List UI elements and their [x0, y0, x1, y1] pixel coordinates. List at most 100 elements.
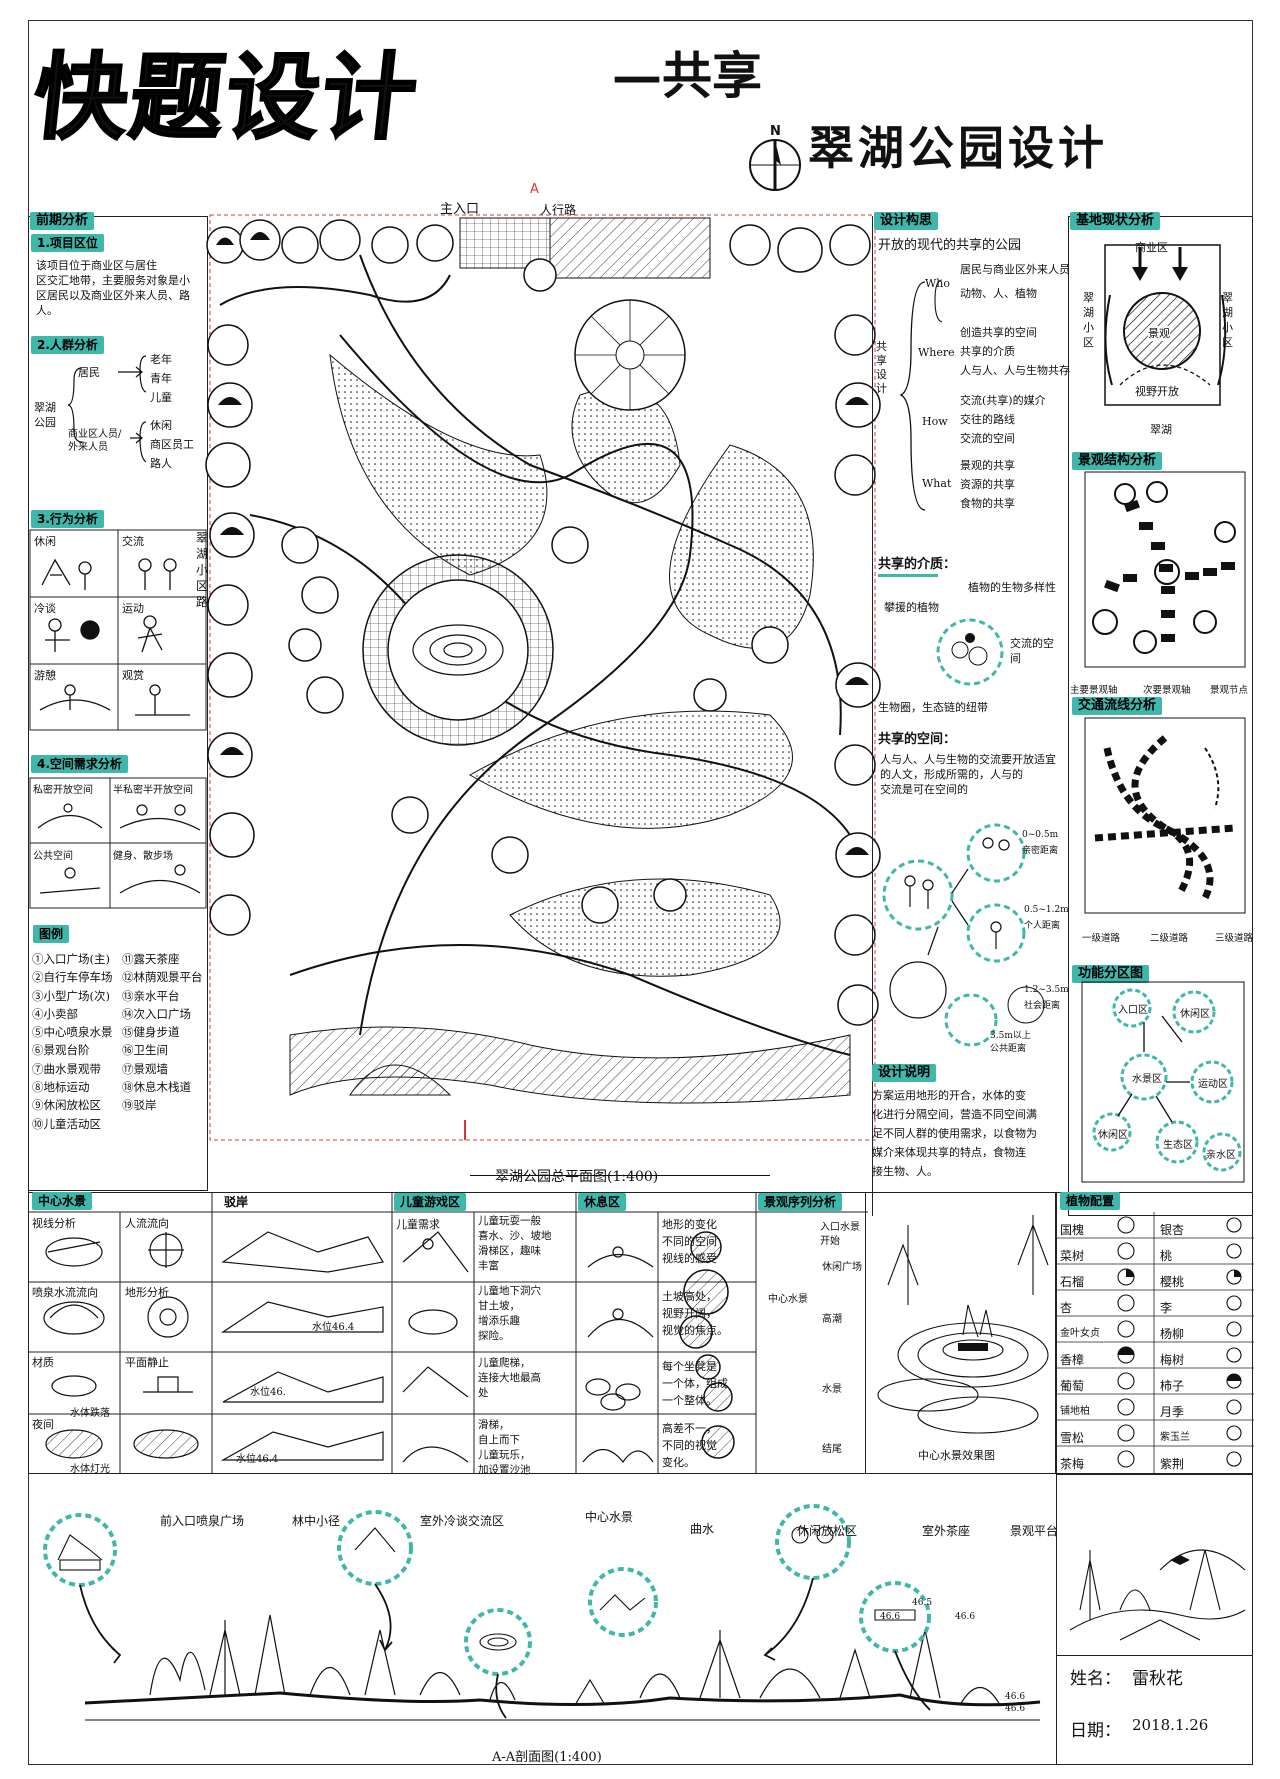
- water-effect-sketch: [877, 1215, 1049, 1434]
- site-label-community-left: 翠湖小区: [1083, 291, 1094, 349]
- detail-row-frame: [28, 1192, 866, 1474]
- concept-intro: 开放的现代的共享的公园: [878, 238, 1022, 253]
- sec-curved-water: 曲水: [690, 1522, 715, 1536]
- share-design-label: 共享设计: [876, 340, 887, 395]
- zone-entry: 入口区: [1118, 1005, 1148, 1016]
- name-label: 姓名：: [1070, 1669, 1121, 1689]
- traffic-header: 交通流线分析: [1072, 697, 1163, 715]
- behavior-leisure: 休闲: [34, 535, 56, 548]
- who-item-2: 动物、人、植物: [960, 287, 1037, 300]
- how-label: How: [922, 415, 948, 428]
- main-title: 快题设计: [27, 42, 425, 154]
- sec-height-5: 46.6: [1005, 1704, 1026, 1714]
- crowd-brace-diagram: [67, 355, 147, 463]
- theme-subtitle: —共享: [612, 46, 762, 105]
- pre-analysis-header: 前期分析: [30, 212, 95, 230]
- crowd-root: 翠湖公园: [34, 401, 56, 429]
- water-drop: 水体跌落: [70, 1408, 110, 1419]
- bank-level-3: 水位46.4: [236, 1454, 279, 1465]
- function-zone-diagram: [1081, 981, 1245, 1183]
- space-demand-title: 4.空间需求分析: [31, 755, 128, 773]
- dist-social: 社会距离: [1024, 1001, 1061, 1011]
- section-mark-top: A: [530, 182, 539, 197]
- traffic-legend-2: 二级道路: [1150, 933, 1189, 944]
- medium-title: 共享的介质：: [878, 557, 957, 572]
- medium-foot: 生物圈，生态链的纽带: [878, 701, 988, 714]
- dist-intimate: 亲密距离: [1022, 846, 1059, 856]
- behavior-title: 3.行为分析: [31, 510, 104, 528]
- water-terrain: 地形分析: [125, 1286, 169, 1299]
- zone-water: 水景区: [1132, 1074, 1162, 1085]
- detail-row-grid: [28, 1192, 868, 1474]
- where-item-3: 人与人、人与生物共存: [960, 364, 1070, 377]
- behavior-sport: 运动: [122, 602, 144, 615]
- traffic-diagram: [1084, 717, 1246, 914]
- dist-personal: 个人距离: [1024, 921, 1061, 931]
- water-sight: 视线分析: [32, 1217, 76, 1230]
- description-header: 设计说明: [872, 1064, 937, 1082]
- dist-public: 公共距离: [990, 1044, 1027, 1054]
- water-fountain-flow: 喷泉水流流向: [32, 1286, 98, 1299]
- bank-level-2: 水位46.: [250, 1387, 286, 1398]
- main-entry-label: 主入口: [440, 202, 480, 217]
- zone-leisure-2: 休闲区: [1098, 1130, 1128, 1141]
- crowd-title: 2.人群分析: [31, 336, 104, 354]
- landscape-structure-header: 景观结构分析: [1072, 452, 1163, 470]
- effect-drawing-frame: [866, 1192, 1056, 1474]
- how-item-3: 交流的空间: [960, 432, 1015, 445]
- plant-col-2: 银杏桃樱桃李杨柳梅树柿子月季紫玉兰紫荆: [1160, 1223, 1190, 1471]
- space-fitness: 健身、散步场: [113, 851, 173, 862]
- sec-height-3: 46.6: [955, 1612, 976, 1622]
- plant-col-1: 国槐菜树石榴杏金叶女贞香樟葡萄铺地柏雪松茶梅: [1060, 1223, 1100, 1471]
- dist-personal-range: 0.5~1.2m: [1024, 905, 1069, 915]
- medium-note-2: 攀援的植物: [884, 601, 939, 614]
- group-children: 儿童: [150, 391, 172, 404]
- where-label: Where: [918, 346, 955, 359]
- group-leisure: 休闲: [150, 419, 172, 432]
- medium-note-1: 植物的生物多样性: [968, 581, 1056, 594]
- date-label: 日期：: [1070, 1721, 1121, 1741]
- behavior-exchange: 交流: [122, 535, 144, 548]
- child-text-1: 儿童玩耍一般喜水、沙、坡地滑梯区，趣味丰富: [478, 1215, 552, 1272]
- water-night: 夜间: [32, 1418, 54, 1431]
- site-label-lake: 翠湖: [1150, 423, 1172, 436]
- child-needs-title: 儿童需求: [396, 1218, 440, 1231]
- site-label-view: 景观: [1148, 326, 1170, 341]
- project-title: 翠湖公园设计: [808, 121, 1108, 175]
- outsiders-label: 商业区人员/外来人员: [68, 429, 122, 453]
- rest-text-3: 每个坐凳是一个体，组成一个整体。: [662, 1360, 728, 1407]
- north-arrow-icon: [749, 139, 801, 191]
- space-demand-grid: [29, 777, 207, 909]
- sec-height-4: 46.6: [1005, 1692, 1026, 1702]
- where-item-1: 创造共享的空间: [960, 326, 1037, 339]
- detail-rest-header: 休息区: [578, 1193, 627, 1211]
- designer-name: 雷秋花: [1132, 1669, 1183, 1689]
- seq-start: 开始: [820, 1236, 840, 1247]
- site-label-open-view: 视野开放: [1135, 385, 1179, 398]
- pedestrian-road-label: 人行路: [540, 203, 577, 217]
- drawing-date: 2018.1.26: [1132, 1716, 1209, 1734]
- space-text: 人与人、人与生物的交流要开放适宜 的人文，形成所需的，人与的 交流是可在空间的: [880, 753, 1056, 796]
- traffic-legend-1: 一级道路: [1082, 933, 1121, 944]
- behavior-grid: [29, 529, 207, 731]
- detail-sequence-header: 景观序列分析: [758, 1193, 843, 1211]
- location-title: 1.项目区位: [31, 234, 104, 252]
- what-item-2: 资源的共享: [960, 478, 1015, 491]
- distance-diagram: [882, 823, 1045, 1047]
- right-analysis-panel: [1068, 216, 1253, 1216]
- signature-frame: [1056, 1474, 1253, 1765]
- space-semi: 半私密半开放空间: [113, 785, 193, 796]
- where-item-2: 共享的介质: [960, 345, 1015, 358]
- zone-eco: 生态区: [1163, 1140, 1193, 1151]
- plant-table-grid: [1056, 1212, 1254, 1474]
- ls-legend-main: 主要景观轴: [1070, 685, 1118, 696]
- ls-legend-secondary: 次要景观轴: [1143, 685, 1191, 696]
- detail-child-header: 儿童游戏区: [394, 1193, 467, 1211]
- site-label-commerce: 商业区: [1135, 241, 1168, 254]
- bank-level-1: 水位46.4: [312, 1322, 355, 1333]
- behavior-play: 游憩: [34, 669, 56, 682]
- space-private: 私密开放空间: [33, 785, 93, 796]
- who-label: Who: [925, 277, 951, 290]
- sec-height-1: 46.6: [880, 1612, 901, 1622]
